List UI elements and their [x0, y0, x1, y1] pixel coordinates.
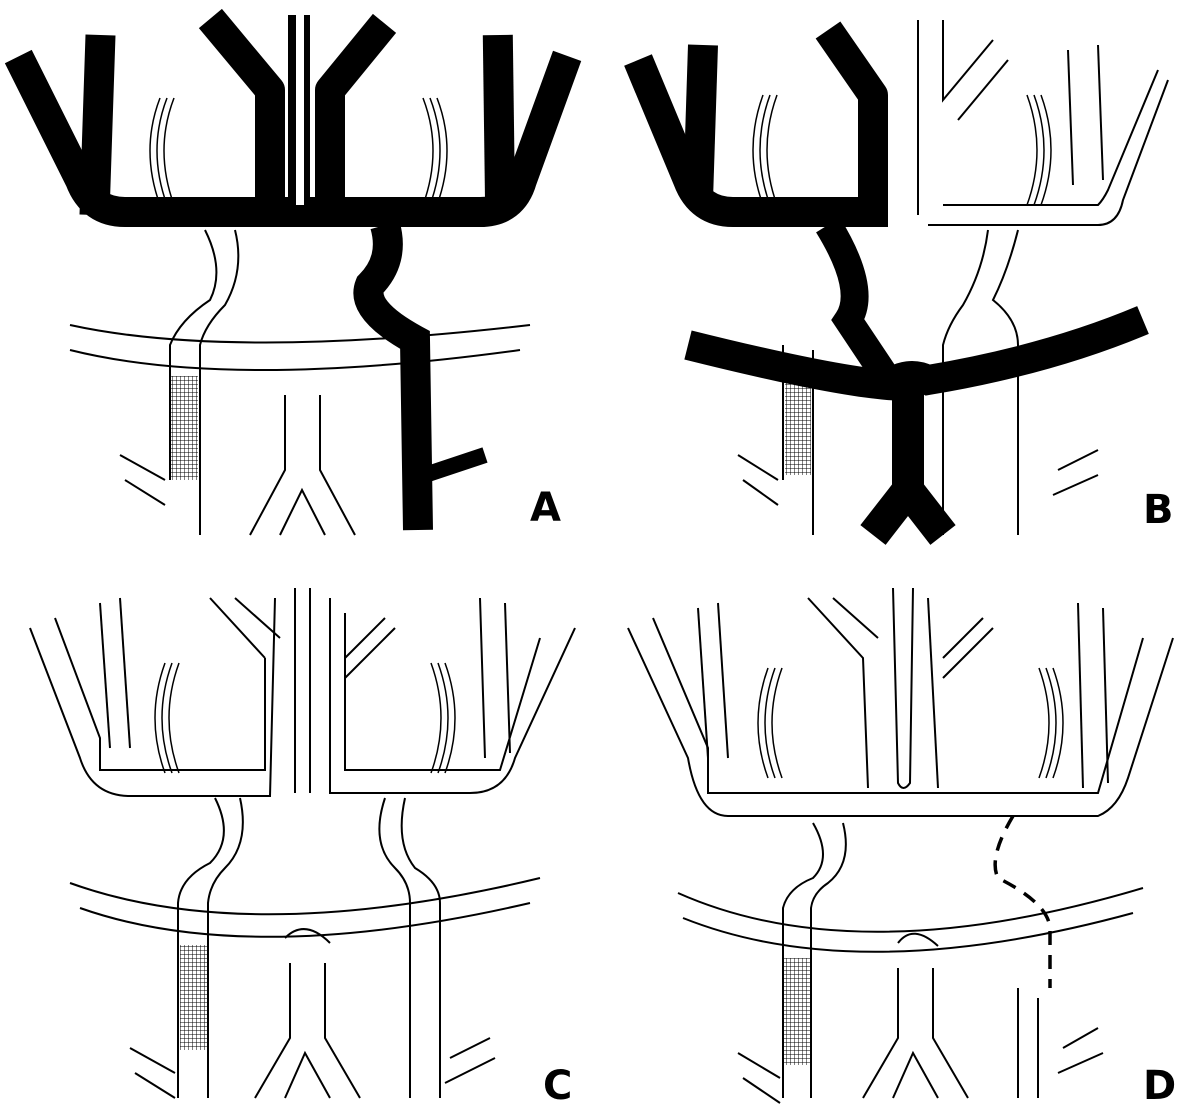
outline-d: [628, 588, 1173, 1103]
panel-label-d: D: [1143, 1066, 1176, 1106]
upper-right-outline: [918, 20, 1168, 225]
arcs-b: [753, 95, 1051, 205]
panel-b: B: [598, 0, 1195, 557]
vascular-diagram-a: [0, 0, 597, 557]
center-vessel-gap: [296, 15, 304, 205]
panel-label-a: A: [530, 488, 561, 528]
panel-label-c: C: [543, 1066, 572, 1106]
right-side-branch: [425, 455, 485, 475]
vascular-diagram-b: [598, 0, 1195, 557]
right-connector: [368, 225, 418, 530]
vascular-diagram-c: [0, 558, 597, 1115]
outline-c: [30, 588, 575, 1098]
panel-label-b: B: [1143, 490, 1174, 530]
left-connector: [828, 225, 888, 380]
panel-c: C: [0, 558, 597, 1115]
panel-a: A: [0, 0, 597, 557]
arcs-c: [155, 663, 455, 773]
stippled-segment: [785, 370, 811, 475]
stippled-segment: [180, 945, 207, 1050]
crossbar: [688, 320, 1143, 385]
panel-d: D: [598, 558, 1195, 1115]
stippled-segment: [784, 958, 810, 1065]
lower-circle-outline: [70, 230, 530, 535]
center-trunk: [873, 385, 943, 535]
stippled-segment: [170, 376, 198, 480]
dashed-pathway: [995, 816, 1050, 988]
vascular-diagram-d: [598, 558, 1195, 1115]
